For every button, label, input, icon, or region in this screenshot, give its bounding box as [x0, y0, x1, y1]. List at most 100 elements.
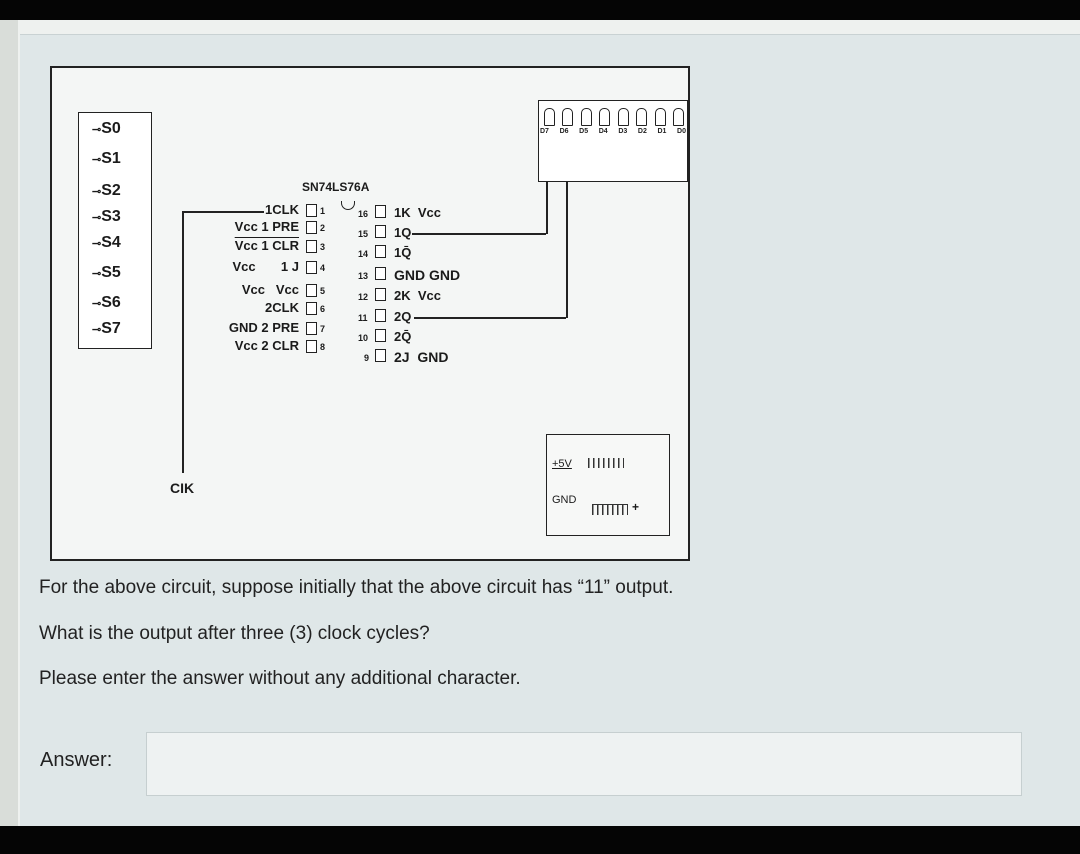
gnd-label: GND — [552, 494, 577, 506]
circuit-diagram: ⊸S0 ⊸S1 ⊸S2 ⊸S3 ⊸S4 ⊸S5 ⊸S6 ⊸S7 SN74LS76… — [50, 66, 690, 561]
pin-number: 4 — [320, 263, 326, 273]
plus-5v-header-icon — [588, 458, 624, 468]
chip-pin-6 — [306, 302, 317, 315]
clock-wire-vertical — [182, 211, 184, 473]
led-label: D4 — [598, 128, 608, 135]
pin-number: 10 — [358, 333, 369, 343]
left-strip — [0, 20, 18, 826]
led-wire-d1 — [546, 180, 548, 234]
chip-pin-label-1: 1CLK — [265, 202, 299, 217]
chip-pin-3 — [306, 240, 317, 253]
chip-pin-label-15: 1Q — [394, 225, 412, 240]
switch-s2[interactable]: ⊸S2 — [92, 182, 121, 200]
switch-icon: ⊸ — [92, 186, 102, 198]
chip-pin-label-14: 1Q̄ — [394, 245, 412, 260]
switch-label: S3 — [101, 208, 121, 225]
switch-label: S0 — [101, 120, 121, 137]
switch-label: S6 — [101, 294, 121, 311]
chip-notch — [341, 201, 355, 210]
pin-number: 15 — [358, 229, 369, 239]
switch-s6[interactable]: ⊸S6 — [92, 294, 121, 312]
chip-pin-label-6: 2CLK — [265, 300, 299, 315]
pin-number: 5 — [320, 286, 326, 296]
chip-pin-label-5: Vcc Vcc — [241, 282, 299, 297]
top-bar — [0, 0, 1080, 20]
pin-number: 11 — [358, 313, 368, 323]
chip-pin-label-9: 2J GND — [394, 349, 449, 365]
switch-icon: ⊸ — [92, 212, 102, 224]
chip-pin-10 — [375, 329, 386, 342]
chip-pin-5 — [306, 284, 317, 297]
chip-pin-label-3: Vcc 1 CLR — [234, 238, 299, 253]
led-icon — [636, 108, 648, 126]
chip-pin-7 — [306, 322, 317, 335]
pin-number: 14 — [358, 249, 369, 259]
chip-body — [324, 202, 364, 370]
chip-pin-1 — [306, 204, 317, 217]
chip-pin-label-10: 2Q̄ — [394, 329, 412, 344]
answer-label: Answer: — [40, 749, 113, 771]
switch-label: S7 — [101, 320, 121, 337]
led-display — [538, 100, 688, 182]
led-label: D7 — [540, 128, 549, 135]
question-line-1: For the above circuit, suppose initially… — [39, 577, 674, 598]
chip-pin-9 — [375, 349, 386, 362]
led-label: D2 — [637, 128, 647, 135]
switch-s7[interactable]: ⊸S7 — [92, 320, 121, 338]
switch-s1[interactable]: ⊸S1 — [92, 150, 121, 168]
switch-s3[interactable]: ⊸S3 — [92, 208, 121, 226]
chip-pin-label-13: GND GND — [394, 267, 461, 283]
pin-number: 7 — [320, 324, 326, 334]
switch-s0[interactable]: ⊸S0 — [92, 120, 121, 138]
switch-bank — [78, 112, 152, 349]
pin-number: 8 — [320, 342, 326, 352]
question-line-3: Please enter the answer without any addi… — [39, 668, 521, 689]
chip-pin-2 — [306, 221, 317, 234]
chip-pin-label-2: Vcc 1 PRE — [234, 219, 299, 234]
switch-label: S4 — [101, 234, 121, 251]
clock-label: CIK — [170, 480, 195, 496]
question-line-2: What is the output after three (3) clock… — [39, 623, 430, 644]
gnd-plus-icon: + — [632, 500, 640, 514]
bottom-bar — [0, 826, 1080, 854]
led-labels: D7 D6 D5 D4 D3 D2 D1 D0 — [540, 128, 686, 135]
chip-pin-8 — [306, 340, 317, 353]
switch-label: S2 — [101, 182, 121, 199]
chip-pin-13 — [375, 267, 386, 280]
chip-pin-11 — [375, 309, 386, 322]
led-icon — [654, 108, 666, 126]
chip-pin-label-12: 2K Vcc — [394, 288, 441, 303]
switch-icon: ⊸ — [92, 298, 102, 310]
chip-pin-label-4: Vcc 1 J — [232, 259, 300, 274]
pin-number: 9 — [364, 353, 370, 363]
led-label: D1 — [657, 128, 667, 135]
switch-icon: ⊸ — [92, 238, 102, 250]
led-label: D3 — [618, 128, 628, 135]
led-icon — [562, 108, 574, 126]
chip-pin-15 — [375, 225, 386, 238]
led-wire-d0 — [566, 180, 568, 318]
chip-pin-label-7: GND 2 PRE — [228, 320, 299, 335]
pin-number: 1 — [320, 206, 326, 216]
led-icon — [617, 108, 629, 126]
chip-pin-label-11: 2Q — [394, 309, 412, 324]
led-icon — [580, 108, 592, 126]
pin-number: 13 — [358, 271, 369, 281]
q1-wire — [412, 233, 546, 235]
power-supply-box — [546, 434, 670, 536]
chip-pin-label-8: Vcc 2 CLR — [234, 338, 299, 353]
switch-s5[interactable]: ⊸S5 — [92, 264, 121, 282]
chip-pin-16 — [375, 205, 386, 218]
led-icon — [672, 108, 684, 126]
switch-icon: ⊸ — [92, 268, 102, 280]
switch-s4[interactable]: ⊸S4 — [92, 234, 121, 252]
switch-label: S1 — [101, 150, 121, 167]
pin-number: 16 — [358, 209, 369, 219]
chip-pin-14 — [375, 245, 386, 258]
answer-input[interactable] — [146, 732, 1022, 796]
switch-icon: ⊸ — [92, 154, 102, 166]
led-label: D6 — [559, 128, 569, 135]
q2-wire — [414, 317, 566, 319]
gnd-header-icon — [592, 504, 628, 515]
chip-pin-4 — [306, 261, 317, 274]
